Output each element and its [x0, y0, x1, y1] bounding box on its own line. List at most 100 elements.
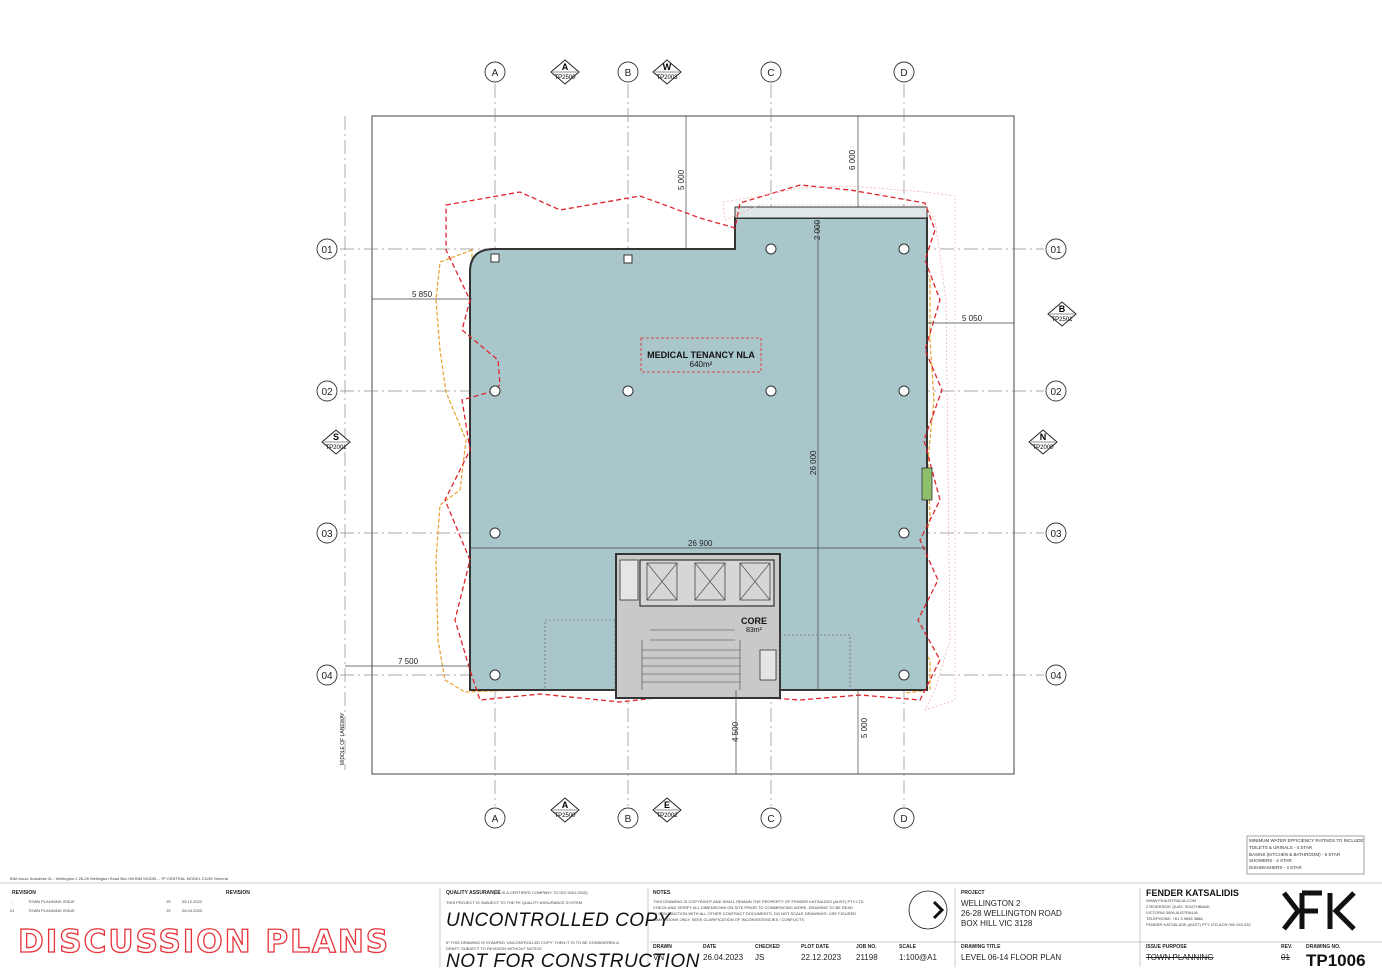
grid-bubble-left-01: [316, 238, 338, 260]
section-marker-top-w: W TP2003: [652, 59, 682, 85]
water-note-line: TOILETS & URINALS - 4 STAR: [1249, 845, 1313, 850]
grid-bubble-bottom-c: [760, 807, 782, 829]
revision-by: JS: [166, 908, 171, 913]
dimension-5850: 5 850: [412, 290, 433, 299]
firm-detail: TELEPHONE: +61 3 9696 3888: [1146, 916, 1203, 921]
dimension-lines: [345, 116, 1014, 774]
revision-rev: 01: [10, 908, 15, 913]
structural-columns: [489, 243, 910, 681]
grid-bubble-right-04: [1045, 664, 1067, 686]
section-marker-ref: TP2500: [554, 813, 576, 819]
grid-bubble-left-04: [316, 664, 338, 686]
amenity-rooms: [544, 619, 851, 691]
grid-bubble-bottom-d: [893, 807, 915, 829]
dimension-7500: 7 500: [398, 657, 419, 666]
project-line: WELLINGTON 2: [961, 899, 1021, 908]
checked-value: JS: [755, 953, 765, 962]
drawing-no-value: TP1006: [1306, 951, 1366, 970]
project-line: BOX HILL VIC 3128: [961, 919, 1033, 928]
firm-detail: VICTORIA 3006 AUSTRALIA: [1146, 910, 1198, 915]
water-note-line: SHOWERS - 4 STAR: [1249, 858, 1292, 863]
uncontrolled-copy: UNCONTROLLED COPY: [446, 910, 671, 931]
grid-bubble-right-01: [1045, 238, 1067, 260]
dimension-2000: 2 000: [813, 219, 822, 240]
revision-header-2: REVISION: [226, 890, 250, 896]
grid-label-right-02: 02: [1050, 387, 1062, 398]
checked-label: CHECKED: [755, 944, 780, 950]
tenancy-label-box: [640, 337, 762, 373]
floor-plate: [469, 217, 928, 691]
issue-purpose-value: TOWN PLANNING: [1146, 953, 1214, 962]
section-marker-ref: TP2000: [1032, 445, 1054, 451]
dimension-4500: 4 500: [731, 721, 740, 742]
section-marker-right-n: N TP2000: [1028, 429, 1058, 455]
section-marker-ref: TP2500: [554, 75, 576, 81]
section-marker-bottom-a: A TP2500: [550, 797, 580, 823]
dimension-26000: 26 000: [809, 450, 818, 475]
north-arrow-icon: [908, 890, 948, 930]
note-line: CHECK AND VERIFY ALL DIMENSIONS ON SITE …: [653, 905, 854, 910]
grid-label-top-d: D: [900, 68, 907, 79]
grid-label-right-03: 03: [1050, 529, 1062, 540]
discussion-envelope: [444, 184, 943, 703]
site-boundary: [371, 115, 1015, 775]
scale-label: SCALE: [899, 944, 916, 950]
dimension-26900: 26 900: [688, 539, 713, 548]
section-marker-ref: TP2001: [325, 445, 347, 451]
file-path: BIM cloud: Autodesk 01 - Wellington 2 26…: [10, 876, 228, 881]
section-marker-top-a: A TP2500: [550, 59, 580, 85]
revision-date: 26.04.2023: [182, 908, 203, 913]
note-line: IN CONJUNCTION WITH ALL OTHER CONTRACT D…: [653, 911, 857, 916]
discussion-plans-stamp: DISCUSSION PLANS: [17, 923, 391, 960]
grid-bubble-bottom-a: [484, 807, 506, 829]
grid-bubble-right-03: [1045, 522, 1067, 544]
grid-label-left-02: 02: [321, 387, 333, 398]
revision-header: REVISION: [12, 890, 36, 896]
job-no-value: 21198: [856, 953, 878, 962]
water-note-box: [1246, 835, 1365, 875]
section-marker-letter: A: [562, 800, 569, 810]
north-balcony-wall: [734, 206, 928, 219]
grid-label-left-04: 04: [321, 671, 333, 682]
firm-name: FENDER KATSALIDIS: [1146, 888, 1239, 898]
grid-label-top-a: A: [492, 68, 499, 79]
grid-bubble-bottom-b: [617, 807, 639, 829]
firm-detail: WWW.FKAUSTRALIA.COM: [1146, 898, 1196, 903]
section-marker-letter: N: [1040, 432, 1047, 442]
water-note-line: MINIMUM WATER EFFICIENCY RATINGS TO INCL…: [1249, 838, 1365, 843]
drawing-title-value: LEVEL 06-14 FLOOR PLAN: [961, 953, 1062, 962]
section-marker-right-b: B TP2501: [1047, 301, 1077, 327]
grid-label-left-03: 03: [321, 529, 333, 540]
dimension-5000-top: 5 000: [677, 169, 686, 190]
note-line: THIS DRAWING IS COPYRIGHT AND SHALL REMA…: [653, 899, 864, 904]
grid-label-left-01: 01: [321, 245, 333, 256]
section-marker-left-s: S TP2001: [321, 429, 351, 455]
qa-line-2: THIS PROJECT IS SUBJECT TO THE FK QUALIT…: [446, 900, 583, 905]
scale-value: 1:100@A1: [899, 953, 937, 962]
grid-label-top-c: C: [767, 68, 774, 79]
job-no-label: JOB NO.: [856, 944, 877, 950]
tenancy-name: MEDICAL TENANCY NLA: [647, 350, 755, 360]
section-marker-ref: TP2002: [656, 813, 678, 819]
section-marker-bottom-e: E TP2002: [652, 797, 682, 823]
core-name: CORE: [741, 616, 767, 626]
project-header: PROJECT: [961, 890, 985, 896]
revision-date: 09.12.2022: [182, 899, 203, 904]
section-marker-letter: S: [333, 432, 339, 442]
grid-bubble-top-d: [893, 61, 915, 83]
section-marker-ref: TP2003: [656, 75, 678, 81]
grid-label-bottom-b: B: [625, 814, 632, 825]
water-note-line: DISHWASHERS - 4 STAR: [1249, 865, 1303, 870]
stamp-note-1: IF THIS DRAWING IS STAMPED 'UNCONTROLLED…: [446, 940, 619, 945]
tenancy-area: 640m²: [690, 360, 713, 369]
drawing-no-label: DRAWING NO.: [1306, 944, 1341, 950]
grid-bubble-top-b: [617, 61, 639, 83]
water-note-line: BASINS (KITCHEN & BATHROOM) - 5 STAR: [1249, 852, 1341, 857]
section-marker-letter: W: [663, 62, 672, 72]
grid-bubbles: [316, 61, 1067, 829]
grid-bubble-left-02: [316, 380, 338, 402]
firm-detail: FENDER KATSALIDIS (AUST) PTY LTD ACN 092…: [1146, 922, 1251, 927]
drawn-label: DRAWN: [653, 944, 672, 950]
qa-header: QUALITY ASSURANCE: [446, 890, 501, 896]
grid-label-bottom-d: D: [900, 814, 907, 825]
